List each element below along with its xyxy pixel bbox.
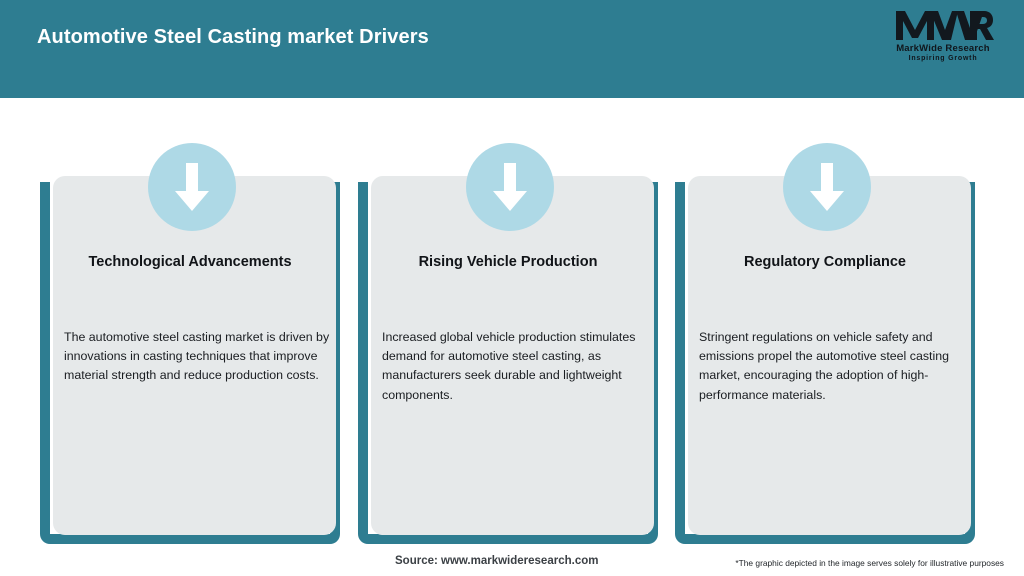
card-title: Rising Vehicle Production xyxy=(418,254,598,270)
logo-company-name: MarkWide Research xyxy=(896,43,990,54)
card-title: Regulatory Compliance xyxy=(744,254,906,270)
header-band: Automotive Steel Casting market Drivers … xyxy=(0,0,1024,98)
brand-logo: MarkWide Research Inspiring Growth xyxy=(884,8,1002,70)
card-panel xyxy=(688,176,971,535)
card-body: Increased global vehicle production stim… xyxy=(382,330,636,402)
card-body: Stringent regulations on vehicle safety … xyxy=(699,330,950,402)
logo-tagline: Inspiring Growth xyxy=(908,55,978,62)
card-body: The automotive steel casting market is d… xyxy=(64,330,330,383)
source-label: Source: www.markwideresearch.com xyxy=(395,555,599,567)
card-title: Technological Advancements xyxy=(88,254,292,270)
disclaimer-note: *The graphic depicted in the image serve… xyxy=(735,558,1004,568)
arrow-down-glyph xyxy=(493,163,527,211)
mwr-monogram-icon xyxy=(896,11,994,40)
page-title: Automotive Steel Casting market Drivers xyxy=(37,26,429,48)
card-panel xyxy=(53,176,336,535)
driver-card-1[interactable]: Technological Advancements The automotiv… xyxy=(40,176,340,544)
card-panel xyxy=(371,176,654,535)
arrow-down-icon xyxy=(148,143,236,231)
arrow-down-icon xyxy=(783,143,871,231)
arrow-down-glyph xyxy=(175,163,209,211)
driver-card-2[interactable]: Rising Vehicle Production Increased glob… xyxy=(358,176,658,544)
driver-card-3[interactable]: Regulatory Compliance Stringent regulati… xyxy=(675,176,975,544)
arrow-down-icon xyxy=(466,143,554,231)
arrow-down-glyph xyxy=(810,163,844,211)
